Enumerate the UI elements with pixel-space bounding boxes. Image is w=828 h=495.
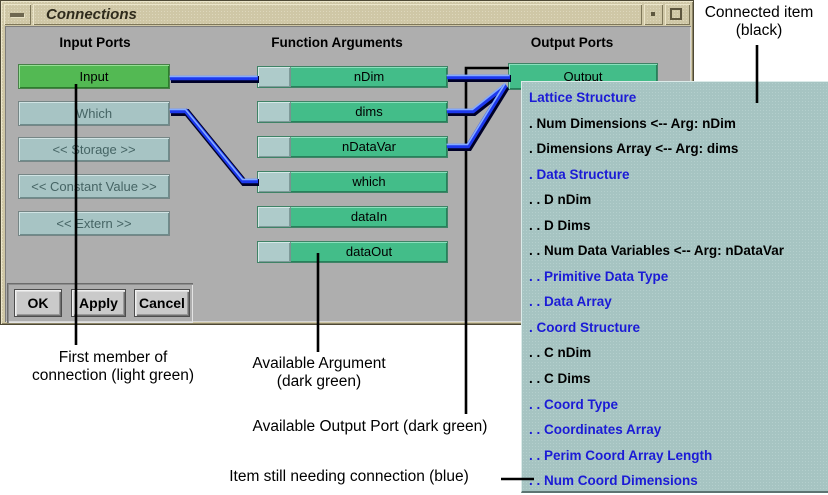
argument-ndim[interactable]: nDim [257,66,448,88]
list-item[interactable]: . . D nDim [529,192,592,208]
argument-which[interactable]: which [257,171,448,193]
header-function-arguments: Function Arguments [271,35,403,50]
argument-dataout[interactable]: dataOut [257,241,448,263]
list-item[interactable]: . . C nDim [529,345,592,361]
list-item[interactable]: . . Num Data Variables <-- Arg: nDataVar [529,243,784,259]
input-port-which[interactable]: Which [18,101,170,126]
argument-connector-tab [258,102,291,122]
header-output-ports: Output Ports [530,35,614,50]
annotation-text: connection (light green) [32,366,194,384]
annotation-available-argument: Available Argument (dark green) [231,355,407,390]
list-item[interactable]: . . Perim Coord Array Length [529,447,713,463]
argument-datain[interactable]: dataIn [257,206,448,228]
argument-connector-tab [258,242,291,262]
ok-button[interactable]: OK [14,289,62,317]
maximize-icon [670,8,682,20]
iconify-icon [651,12,655,16]
connection-target-list: Lattice Structure . Num Dimensions <-- A… [521,81,828,493]
list-item[interactable]: . . C Dims [529,371,591,387]
annotation-text: (black) [735,21,783,39]
annotation-text: (dark green) [276,372,362,390]
argument-dims[interactable]: dims [257,101,448,123]
argument-ndatavar[interactable]: nDataVar [257,136,448,158]
annotation-text: Available Argument [252,355,386,372]
apply-button[interactable]: Apply [71,289,126,317]
input-port-extern[interactable]: << Extern >> [18,211,170,236]
cancel-button[interactable]: Cancel [134,289,190,317]
argument-connector-tab [258,67,291,87]
argument-connector-tab [258,172,291,192]
iconify-button[interactable] [644,4,663,25]
list-item[interactable]: . . Coord Type [529,396,619,412]
window-title: Connections [33,4,642,25]
argument-connector-tab [258,207,291,227]
header-input-ports: Input Ports [59,35,131,50]
annotation-item-needing-connection: Item still needing connection (blue) [229,468,469,485]
list-item[interactable]: . . Primitive Data Type [529,268,669,284]
list-item[interactable]: . Data Structure [529,166,630,182]
annotation-text: First member of [58,349,168,366]
list-item[interactable]: . Num Dimensions <-- Arg: nDim [529,115,736,131]
window-menu-icon [10,13,24,17]
titlebar[interactable]: Connections [4,4,690,25]
argument-label: dataOut [345,244,393,259]
argument-label: dataIn [350,209,388,224]
list-item[interactable]: . Coord Structure [529,319,641,335]
list-item[interactable]: Lattice Structure [529,90,637,105]
annotation-connected-item: Connected item (black) [692,4,826,39]
list-item[interactable]: . Dimensions Array <-- Arg: dims [529,141,739,157]
annotation-available-output-port: Available Output Port (dark green) [252,418,488,435]
list-item[interactable]: . . Coordinates Array [529,422,662,438]
annotation-first-member: First member of connection (light green) [22,349,204,384]
argument-label: nDataVar [342,139,396,154]
argument-label: dims [355,104,383,119]
list-item[interactable]: . . D Dims [529,217,591,233]
list-item[interactable]: . . Data Array [529,294,612,310]
list-item[interactable]: . . Num Coord Dimensions [529,473,698,489]
argument-connector-tab [258,137,291,157]
input-port-constant-value[interactable]: << Constant Value >> [18,174,170,199]
input-port-storage[interactable]: << Storage >> [18,137,170,162]
argument-label: which [352,174,386,189]
annotation-text: Connected item [704,4,814,21]
argument-label: nDim [353,69,385,84]
window-menu-button[interactable] [4,4,31,25]
maximize-button[interactable] [665,4,690,25]
input-port-input[interactable]: Input [18,64,170,89]
